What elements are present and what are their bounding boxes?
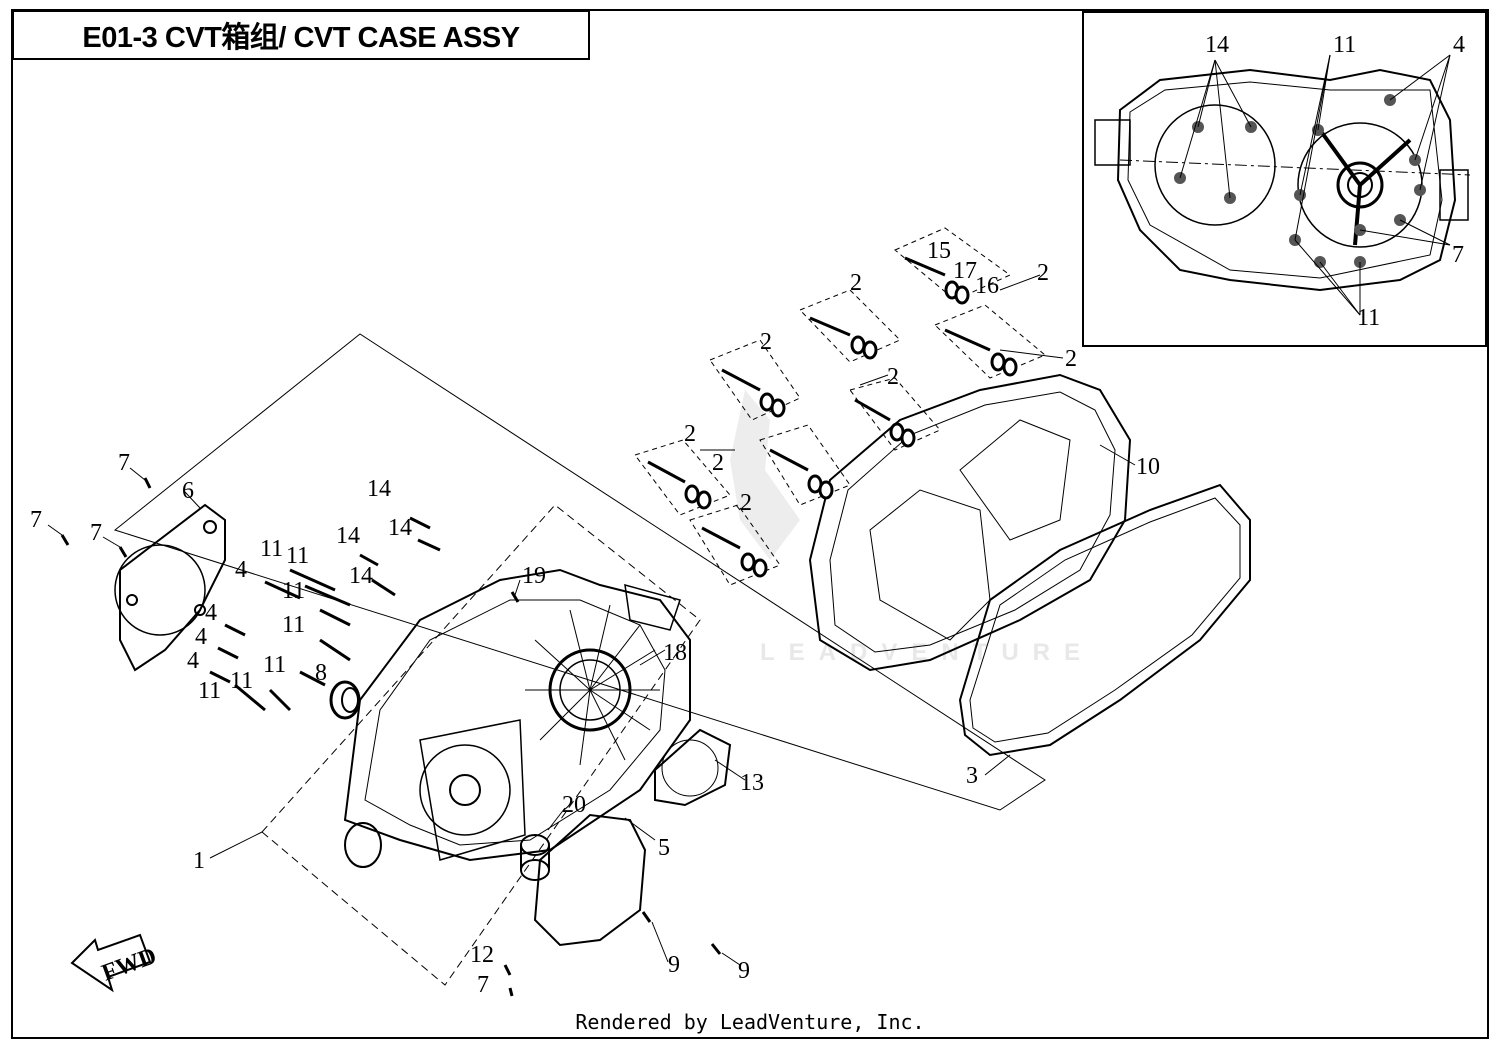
inset-callout-11-bottom: 11: [1357, 305, 1380, 331]
inset-detail: 14 11 4 7 11: [1082, 11, 1487, 347]
callout-11b: 11: [286, 543, 309, 569]
part-1-main-cover: [343, 568, 691, 868]
inset-callout-7: 7: [1452, 242, 1464, 268]
callout-13: 13: [740, 770, 764, 796]
callout-14c: 14: [336, 523, 360, 549]
bolts-and-washers: [647, 256, 1018, 578]
callout-2h: 2: [740, 490, 752, 516]
group-outlines: [113, 333, 1046, 986]
callout-11d: 11: [282, 612, 305, 638]
watermark-logo: [730, 390, 800, 560]
callout-11e: 11: [263, 652, 286, 678]
callout-17: 17: [953, 258, 977, 284]
callout-4b: 4: [205, 600, 217, 626]
callout-7a: 7: [118, 450, 130, 476]
callout-1: 1: [193, 848, 205, 874]
callout-14a: 14: [367, 476, 391, 502]
part-20-sleeve: [520, 834, 550, 881]
diagram-title: E01-3 CVT箱组/ CVT CASE ASSY: [82, 22, 520, 54]
inset-callout-14: 14: [1205, 32, 1229, 58]
callout-11g: 11: [198, 678, 221, 704]
callout-10: 10: [1136, 454, 1160, 480]
callout-2d: 2: [1065, 346, 1077, 372]
callout-11a: 11: [260, 536, 283, 562]
callout-4c: 4: [195, 624, 207, 650]
leader-lines: [47, 274, 1136, 966]
part-8-seal: [329, 680, 361, 720]
part-10-inner-case: [808, 373, 1132, 672]
callout-2c: 2: [760, 329, 772, 355]
bolt-sets-part-2: [634, 227, 1046, 586]
callout-20: 20: [562, 792, 586, 818]
inset-callout-4: 4: [1453, 32, 1465, 58]
small-bolts-left: [60, 477, 722, 997]
callout-8: 8: [315, 660, 327, 686]
callout-9b: 9: [738, 958, 750, 984]
callout-18: 18: [663, 640, 687, 666]
callout-6: 6: [182, 478, 194, 504]
watermark: LEADVENTURE: [760, 639, 1094, 666]
part-6-cover-plate: [114, 503, 226, 672]
callouts: 1 2 2 2 2 2 2 2 2 3 4 4 4 4 5 6 7 7 7 7 …: [30, 238, 1160, 998]
footer-credit: Rendered by LeadVenture, Inc.: [575, 1010, 925, 1034]
callout-3: 3: [966, 763, 978, 789]
callout-12: 12: [470, 942, 494, 968]
callout-2e: 2: [887, 364, 899, 390]
callout-9a: 9: [668, 952, 680, 978]
callout-2b: 2: [1037, 260, 1049, 286]
callout-2g: 2: [712, 450, 724, 476]
part-5-gasket: [533, 813, 647, 947]
part-13-gasket: [654, 728, 732, 807]
callout-11c: 11: [282, 578, 305, 604]
callout-4d: 4: [187, 648, 199, 674]
callout-16: 16: [975, 273, 999, 299]
callout-11f: 11: [230, 668, 253, 694]
callout-7b: 7: [30, 507, 42, 533]
callout-2f: 2: [684, 421, 696, 447]
outer-frame: [11, 9, 1489, 1039]
callout-19: 19: [522, 563, 546, 589]
callout-7d: 7: [477, 972, 489, 998]
diagram-title-box: E01-3 CVT箱组/ CVT CASE ASSY: [12, 10, 590, 60]
inset-callout-11-top: 11: [1333, 32, 1356, 58]
fwd-arrow: FWD: [70, 933, 160, 993]
callout-15: 15: [927, 238, 951, 264]
callout-2a: 2: [850, 270, 862, 296]
callout-5: 5: [658, 835, 670, 861]
callout-14b: 14: [388, 515, 412, 541]
part-3-outer-gasket: [958, 483, 1251, 757]
callout-4a: 4: [235, 557, 247, 583]
callout-14d: 14: [349, 563, 373, 589]
callout-7c: 7: [90, 520, 102, 546]
